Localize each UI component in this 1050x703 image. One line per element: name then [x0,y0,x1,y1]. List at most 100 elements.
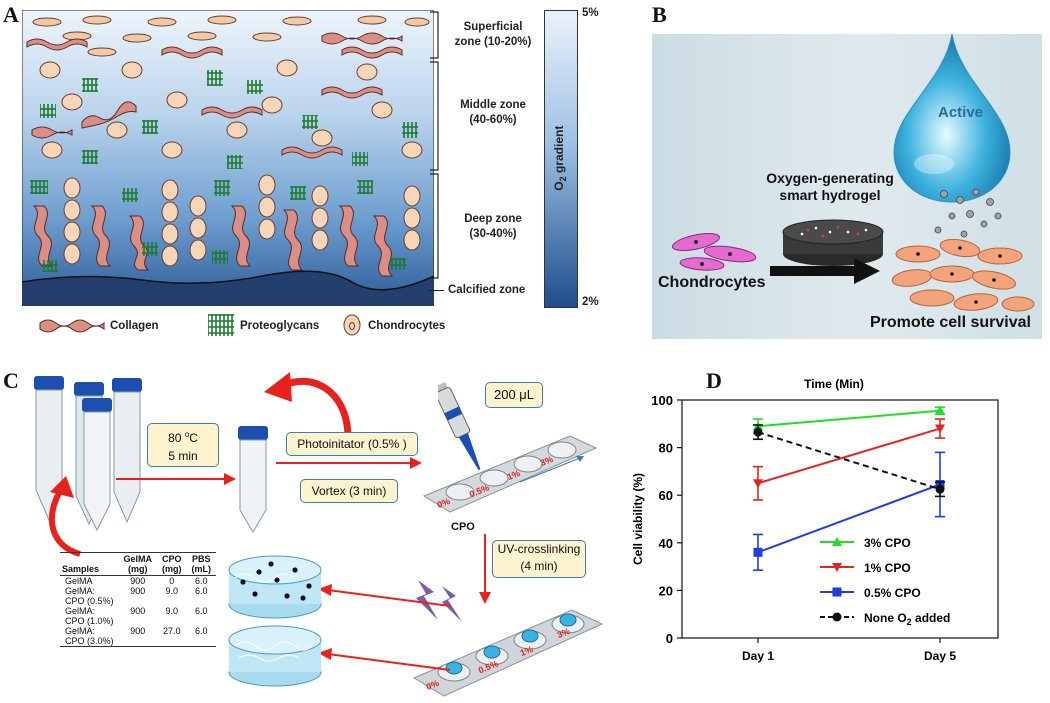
data-point [753,427,763,437]
legend-swatch-marker [832,563,842,572]
volume-box: 200 μL [485,382,543,408]
water-drop-illustration [893,34,1011,203]
table-cell: GelMA: CPO (1.0%) [65,606,114,626]
y-tick-label: 0 [666,631,673,646]
chondrocytes-label: Chondrocytes [658,274,766,291]
chondrocyte-icon [343,314,361,336]
table-cell: 0 [169,576,175,586]
vortex-step-box: Vortex (3 min) [300,479,398,503]
x-tick-label: Day 5 [924,649,956,663]
gradient-label-sub: 2 [558,176,569,182]
plot-frame [681,399,999,639]
table-cell: GelMA [65,576,93,586]
data-point [935,424,945,434]
series-line [757,483,941,554]
middle-zone-cells [31,59,423,169]
table-cell: 900 [130,586,146,596]
superficial-zone-cells [26,15,430,59]
table-cell: 27.0 [163,626,181,636]
recycle-arrow-icon [264,372,352,435]
gradient-label-main: O [551,181,566,191]
panel-b-label: B [652,2,667,27]
table-row: GelMA: CPO (0.5%) 900 9.0 6.0 [60,586,216,606]
zone-label-deep: Deep zone (30-40%) [464,213,522,240]
legend-entry: 3% CPO [864,536,911,550]
table-header-cpo: CPO (mg) [157,552,187,576]
table-cell: 900 [130,606,146,616]
uv-step-box: UV-crosslinking (4 min) [492,540,586,578]
deep-zone-cells [30,174,421,277]
legend-swatch-marker [832,612,842,622]
heat-step-box: 80 oC 5 min [147,423,219,467]
data-point [753,479,763,489]
arrow-down-to-uv [479,534,491,604]
single-tube [238,426,268,533]
table-cell: 9.0 [165,586,179,596]
well-plate-bottom [412,609,604,697]
series-line [757,409,941,428]
samples-table: Samples GelMA (mg) CPO (mg) PBS (mL) Gel… [60,552,217,647]
table-row: GelMA: CPO (1.0%) 900 9.0 6.0 [60,606,216,626]
table-cell: 6.0 [195,586,208,596]
calcified-pointer-line [428,290,444,291]
panel-b-background: Active Oxygen-generating smart hydrogel … [652,34,1042,339]
return-arrow-icon [48,476,81,557]
oxygen-gradient-bar [544,10,578,308]
process-arrow-icon [770,258,880,284]
legend-entry: None O2 added [864,611,950,627]
panel-d-label: D [706,368,722,393]
hydrogel-label: Oxygen-generating smart hydrogel [766,170,894,203]
heat-degree: o [184,430,190,439]
legend-entry-sub: 2 [907,617,912,627]
y-tick-label: 80 [659,441,673,456]
table-cell: GelMA: CPO (0.5%) [65,586,114,606]
oxygen-bubbles [934,188,1002,238]
table-row: GelMA 900 0 6.0 [60,576,216,586]
series-line [757,427,941,485]
y-axis-label: Cell viability (%) [631,473,645,565]
zone-label-calcified: Calcified zone [448,284,526,296]
well-plate-top [422,435,598,513]
data-point [935,405,945,415]
gradient-bottom-label: 2% [582,296,599,308]
table-cell: 6.0 [195,606,208,616]
legend-collagen: Collagen [110,320,159,332]
gradient-axis-label: O2 gradient [552,98,568,218]
table-row: GelMA: CPO (3.0%) 900 27.0 6.0 [60,626,216,647]
y-tick-label: 20 [659,583,673,598]
cpo-label: CPO [451,521,475,533]
heat-time: 5 min [168,449,198,463]
legend-entry: 1% CPO [864,561,911,575]
data-point [753,547,763,557]
legend-swatch-marker [832,537,842,546]
arrow-to-wells [276,457,422,469]
legend-swatch-marker [832,587,842,597]
panel-c-label: C [3,368,19,393]
gradient-top-label: 5% [582,7,599,19]
gradient-label-rest: gradient [551,125,566,177]
cpo-hydrogel-disc [228,555,322,619]
data-point [935,484,945,494]
table-cell: 6.0 [195,626,208,636]
plain-hydrogel-disc [228,625,322,687]
legend-entry: 0.5% CPO [864,586,921,600]
arrow-to-single-tube [116,473,236,485]
table-header-pbs: PBS (mL) [186,552,217,576]
table-cell: GelMA: CPO (3.0%) [65,626,114,646]
hydrogel-disc [782,219,884,266]
chart-title: Time (Min) [804,377,864,391]
legend-proteoglycans: Proteoglycans [240,320,320,332]
uv-light-icon [416,580,462,622]
collagen-icon [39,319,105,333]
heat-temp: 80 [168,431,185,445]
falcon-tubes-group [34,376,142,532]
table-cell: 9.0 [165,606,179,616]
legend-entry-rest: added [912,611,951,625]
pipette-icon [438,381,481,471]
drop-active-label: Active [938,104,984,121]
y-tick-label: 60 [659,488,673,503]
proteoglycan-icon [208,314,234,336]
y-tick-label: 40 [659,536,673,551]
x-tick-label: Day 1 [742,649,774,663]
cell-cluster [891,238,1035,312]
